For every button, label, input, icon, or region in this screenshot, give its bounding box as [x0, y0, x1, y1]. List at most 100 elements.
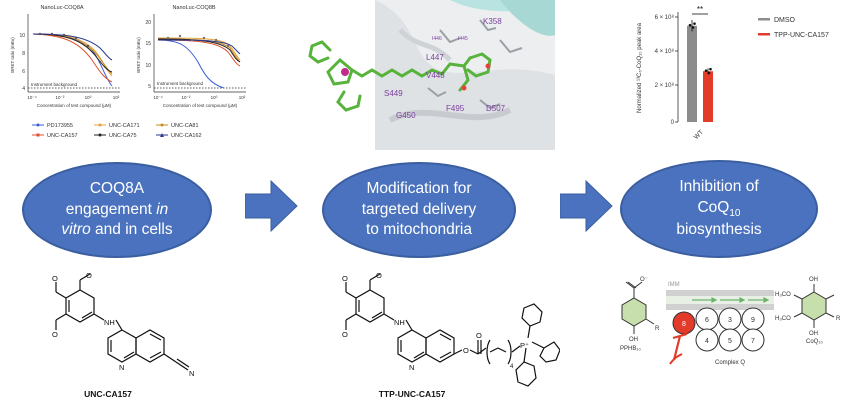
step2-line3: to mitochondria — [366, 221, 472, 239]
ttp-ester-o: O — [463, 346, 469, 355]
svg-text:UNC-CA81: UNC-CA81 — [171, 123, 199, 129]
coq10-bar-chart: Normalized ¹³C₆-CoQ₁₀ peak area 6 × 10⁸ … — [637, 5, 829, 141]
svg-text:7: 7 — [751, 338, 755, 345]
bret-left-xtick-3: 10⁰ — [85, 95, 92, 100]
unc-nitrile-n: N — [189, 369, 194, 378]
bar-tpp-unc-ca157 — [703, 71, 713, 122]
structure-ttp-unc-ca157: OOO NH N O O P⁺ 4 TTP-UNC-CA157 — [342, 271, 560, 399]
residue-f495: F495 — [446, 104, 465, 113]
compound-name-ttp-unc-ca157: TTP-UNC-CA157 — [379, 389, 446, 399]
svg-text:UNC-CA75: UNC-CA75 — [109, 133, 137, 139]
svg-text:O: O — [376, 271, 382, 280]
coq-circle-5: 5 — [718, 328, 742, 352]
bret-right-xtick-2: 10⁻² — [182, 95, 191, 100]
coq10-methoxy2: H₃CO — [775, 316, 791, 322]
legend-item-unc-ca75: UNC-CA75 — [94, 133, 137, 139]
svg-text:O: O — [342, 274, 348, 283]
step2-line2: targeted delivery — [361, 200, 477, 218]
svg-text:DMSO: DMSO — [774, 17, 796, 24]
svg-text:UNC-CA162: UNC-CA162 — [171, 133, 202, 139]
bret-left-xtick-1: 10⁻⁴ — [27, 95, 36, 100]
svg-text:PD173955: PD173955 — [47, 123, 73, 129]
data-point — [707, 71, 711, 75]
bret-left-xtick-4: 10² — [113, 95, 120, 100]
legend-item-unc-ca81: UNC-CA81 — [156, 123, 199, 129]
bret-right-ytick-20: 20 — [145, 20, 151, 26]
bret-left-xlabel: Concentration of test compound (μM) — [37, 103, 112, 108]
bret-left-xtick-2: 10⁻² — [56, 95, 65, 100]
data-point — [693, 22, 696, 25]
bret-left-background: Instrument background — [31, 82, 78, 87]
step2-line1: Modification for — [366, 180, 472, 198]
bar-chart-ylabel: Normalized ¹³C₆-CoQ₁₀ peak area — [637, 22, 643, 113]
significance-marker: ** — [697, 5, 703, 14]
residue-i445: I445 — [458, 36, 468, 42]
structure-unc-ca157: OOO NH N N UNC-CA157 — [52, 271, 194, 399]
svg-text:8: 8 — [682, 321, 686, 328]
data-point — [688, 23, 692, 27]
residue-v448: V448 — [426, 71, 445, 80]
bar-legend-dmso: DMSO — [758, 17, 796, 24]
bret-right-ytick-10: 10 — [145, 63, 151, 69]
coq-circle-7: 7 — [741, 328, 765, 352]
bar-legend-tpp: TPP-UNC-CA157 — [758, 32, 829, 39]
svg-text:5: 5 — [728, 338, 732, 345]
data-point — [691, 26, 695, 29]
unc-n-label: N — [119, 363, 124, 372]
bret-right-ytick-15: 15 — [145, 41, 151, 47]
bret-right-ytick-5: 5 — [148, 84, 151, 90]
coq-pathway-schematic: O⁻ OH R PPHB₁₀ IMM 8 6 3 9 4 — [620, 277, 841, 366]
inhibition-mark — [672, 332, 688, 361]
step1-line2: engagement in — [65, 200, 169, 218]
svg-text:9: 9 — [751, 317, 755, 324]
coq10-oh-top: OH — [809, 277, 818, 283]
coq10-r: R — [836, 316, 841, 322]
pphb-label: PPHB₁₀ — [620, 346, 641, 352]
ttp-n-label: N — [409, 363, 414, 372]
compound-name-unc-ca157: UNC-CA157 — [84, 389, 132, 399]
flow-arrow-2 — [560, 180, 613, 232]
coq10-methoxy1: H₃CO — [775, 292, 791, 298]
svg-text:6: 6 — [705, 317, 709, 324]
coq-circle-9: 9 — [741, 307, 765, 331]
svg-text:O: O — [52, 274, 58, 283]
protein-binding-pocket-image: K358 I446 I445 L447 V448 S449 G450 F495 … — [308, 0, 555, 150]
bret-legend: PD173955 UNC-CA171 UNC-CA81 UNC-CA157 UN… — [32, 123, 202, 139]
bret-left-ytick-4: 4 — [22, 86, 25, 92]
coq10-oh-bottom: OH — [809, 331, 818, 337]
step-ellipse-coq10-inhibition: Inhibition of CoQ10 biosynthesis — [620, 160, 818, 258]
legend-item-unc-ca162: UNC-CA162 — [156, 133, 202, 139]
pphb-r: R — [655, 326, 660, 332]
residue-l447: L447 — [426, 53, 444, 62]
ttp-p-label: P⁺ — [520, 341, 529, 350]
data-point — [704, 69, 708, 73]
residue-s449: S449 — [384, 89, 403, 98]
step1-line1: COQ8A — [89, 180, 145, 198]
bret-right-xlabel: Concentration of test compound (μM) — [163, 103, 238, 108]
step3-line3: biosynthesis — [676, 221, 762, 239]
data-point — [709, 67, 712, 71]
bar-ytick-2e8: 2 × 10⁸ — [655, 82, 675, 89]
ttp-carbonyl-o: O — [476, 331, 482, 340]
bret-plot-coq8b: NanoLuc-COQ8B BRET ratio (mBu) 20 15 10 … — [136, 5, 246, 108]
legend-item-unc-ca157: UNC-CA157 — [32, 133, 78, 139]
coq-circle-3: 3 — [718, 307, 742, 331]
bar-dmso — [687, 25, 697, 122]
pphb-o: O⁻ — [640, 277, 648, 283]
legend-item-unc-ca171: UNC-CA171 — [94, 123, 140, 129]
bret-right-xtick-3: 10⁰ — [211, 95, 218, 100]
imm-label: IMM — [668, 282, 680, 288]
pphb-oh: OH — [629, 337, 638, 343]
svg-text:O: O — [86, 271, 92, 280]
bret-right-title: NanoLuc-COQ8B — [172, 5, 215, 11]
bret-left-title: NanoLuc-COQ8A — [40, 5, 83, 11]
step3-line2: CoQ10 — [697, 198, 741, 219]
bret-right-background: Instrument background — [157, 81, 204, 86]
bret-plot-coq8a: NanoLuc-COQ8A BRET ratio (mBu) 10 8 6 4 … — [10, 5, 120, 108]
coq-circle-6: 6 — [695, 307, 719, 331]
ttp-subscript-4: 4 — [510, 364, 514, 370]
coq10-label: CoQ₁₀ — [806, 339, 823, 345]
flow-arrow-1 — [245, 180, 298, 232]
bret-right-xtick-1: 10⁻⁴ — [153, 95, 162, 100]
bret-right-ylabel: BRET ratio (mBu) — [136, 37, 141, 73]
